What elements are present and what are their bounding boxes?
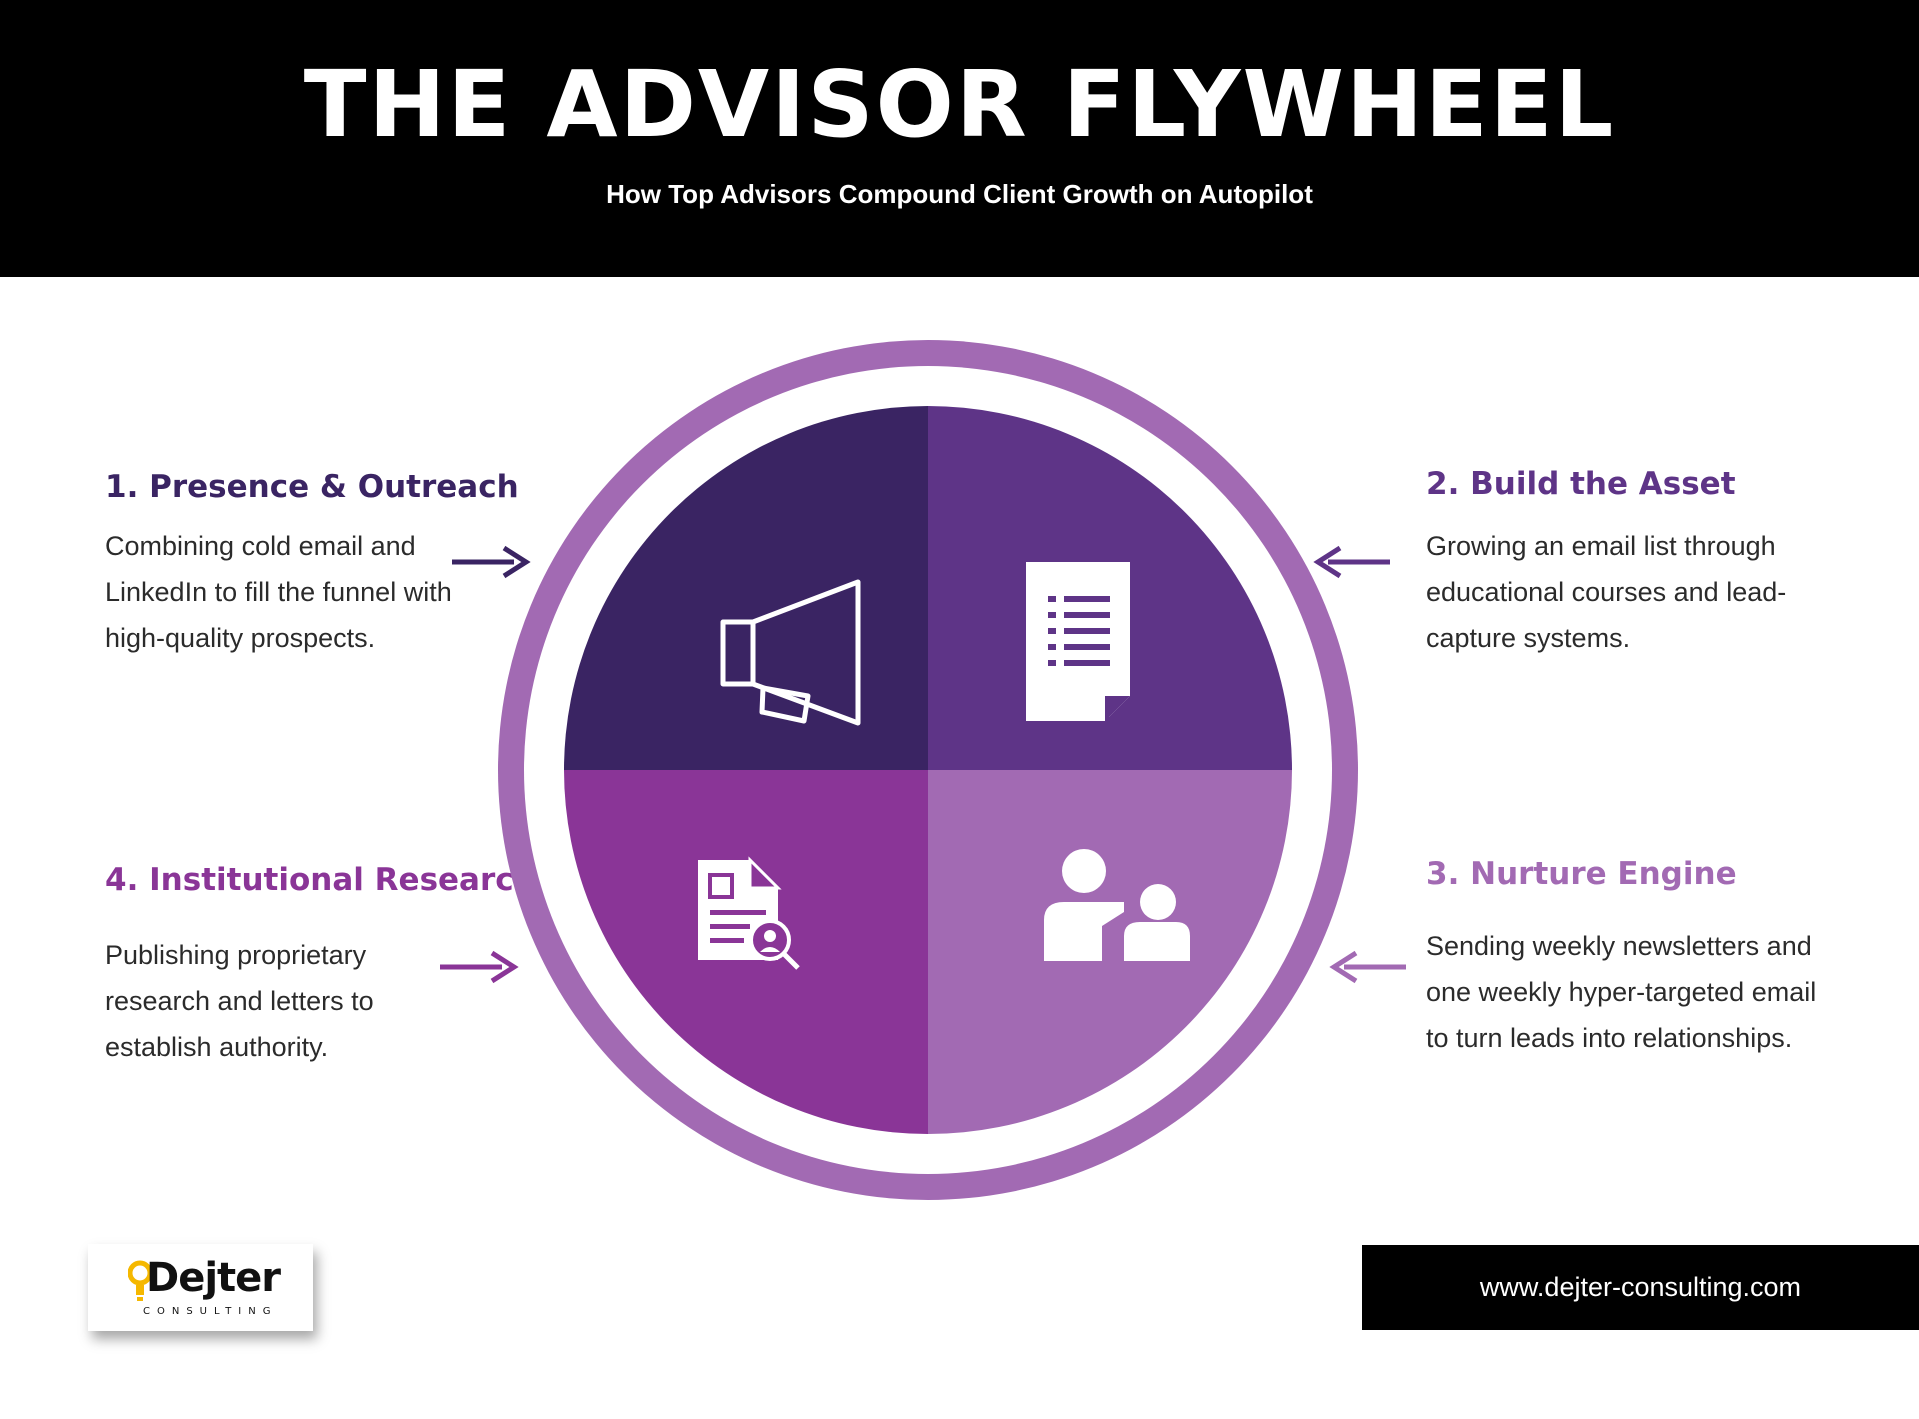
document-list-icon	[1026, 562, 1130, 721]
megaphone-icon	[720, 579, 861, 726]
page-title: THE ADVISOR FLYWHEEL	[303, 51, 1616, 158]
arrow-left-icon	[1329, 950, 1406, 984]
header-banner: THE ADVISOR FLYWHEEL How Top Advisors Co…	[0, 0, 1919, 277]
step-4-title: 4. Institutional Research	[105, 862, 536, 898]
page-subtitle: How Top Advisors Compound Client Growth …	[606, 179, 1313, 209]
step-2-description: Growing an email list through educationa…	[1426, 531, 1787, 653]
logo-tagline: CONSULTING	[143, 1306, 278, 1317]
step-3-title: 3. Nurture Engine	[1426, 856, 1737, 892]
step-4-description: Publishing proprietary research and lett…	[105, 940, 374, 1062]
logo-wordmark: Dejter	[146, 1255, 281, 1301]
step-1-title: 1. Presence & Outreach	[105, 469, 519, 505]
lightbulb-icon	[128, 1260, 153, 1301]
step-1-description: Combining cold email and LinkedIn to fil…	[105, 531, 452, 653]
website-link[interactable]: www.dejter-consulting.com	[1479, 1272, 1802, 1302]
people-icon	[1044, 849, 1190, 961]
footer-banner: www.dejter-consulting.com	[1362, 1245, 1919, 1330]
flywheel-diagram	[498, 340, 1358, 1200]
arrow-right-icon	[440, 950, 519, 984]
quadrant-nurture-engine	[928, 770, 1292, 1134]
brand-logo: Dejter CONSULTING	[88, 1244, 313, 1331]
arrow-right-icon	[452, 545, 531, 579]
quadrant-presence-outreach	[564, 406, 928, 770]
arrow-left-icon	[1313, 545, 1390, 579]
step-2-title: 2. Build the Asset	[1426, 466, 1736, 502]
research-document-icon	[698, 856, 800, 970]
step-3-description: Sending weekly newsletters and one weekl…	[1426, 931, 1817, 1053]
